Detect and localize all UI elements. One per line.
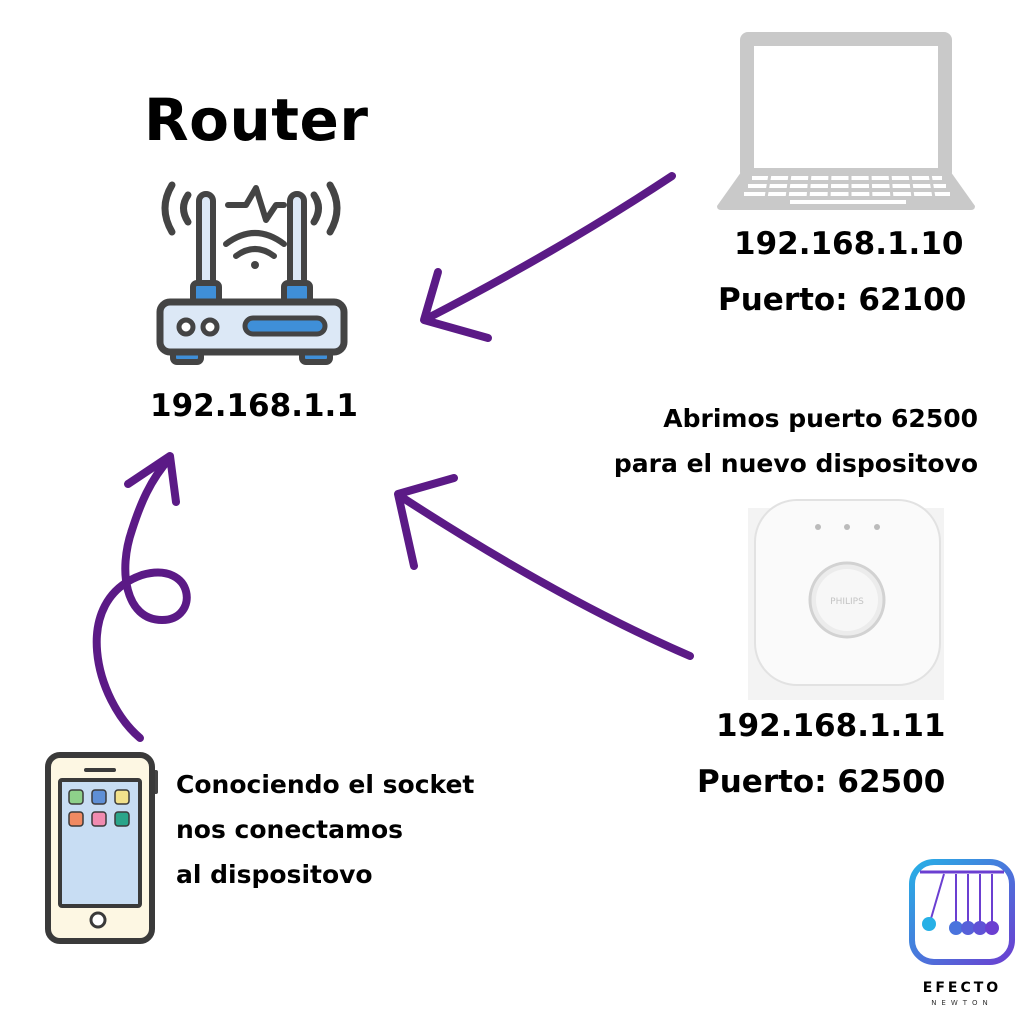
bridge-port: Puerto: 62500 (697, 764, 946, 800)
port-note-line-1: Abrimos puerto 62500 (663, 404, 978, 433)
port-note-line-2: para el nuevo dispositovo (613, 449, 978, 478)
laptop-icon (717, 32, 975, 210)
router-title: Router (144, 86, 369, 154)
phone-note: Conociendo el socket nos conectamos al d… (176, 762, 474, 897)
bridge-ip: 192.168.1.11 (716, 708, 946, 744)
logo-sub: NEWTON (931, 999, 993, 1007)
phone-note-line-3: al dispositovo (176, 860, 373, 889)
arrow-bridge-to-router (396, 492, 694, 660)
router-icon (156, 181, 348, 365)
arrow-laptop-to-router (424, 172, 676, 322)
smartphone-icon (45, 752, 158, 944)
phone-note-line-1: Conociendo el socket (176, 770, 475, 799)
laptop-port: Puerto: 62100 (718, 282, 967, 318)
arrow-phone-to-router (92, 454, 191, 742)
port-note: Abrimos puerto 62500 para el nuevo dispo… (498, 396, 978, 486)
phone-note-line-2: nos conectamos (176, 815, 404, 844)
hue-bridge-icon: PHILIPS (748, 499, 944, 700)
bridge-brand-text: PHILIPS (830, 597, 864, 607)
logo-name: EFECTO (922, 980, 1002, 996)
laptop-ip: 192.168.1.10 (734, 226, 964, 262)
router-ip: 192.168.1.1 (150, 388, 358, 424)
efecto-newton-logo (909, 859, 1015, 965)
